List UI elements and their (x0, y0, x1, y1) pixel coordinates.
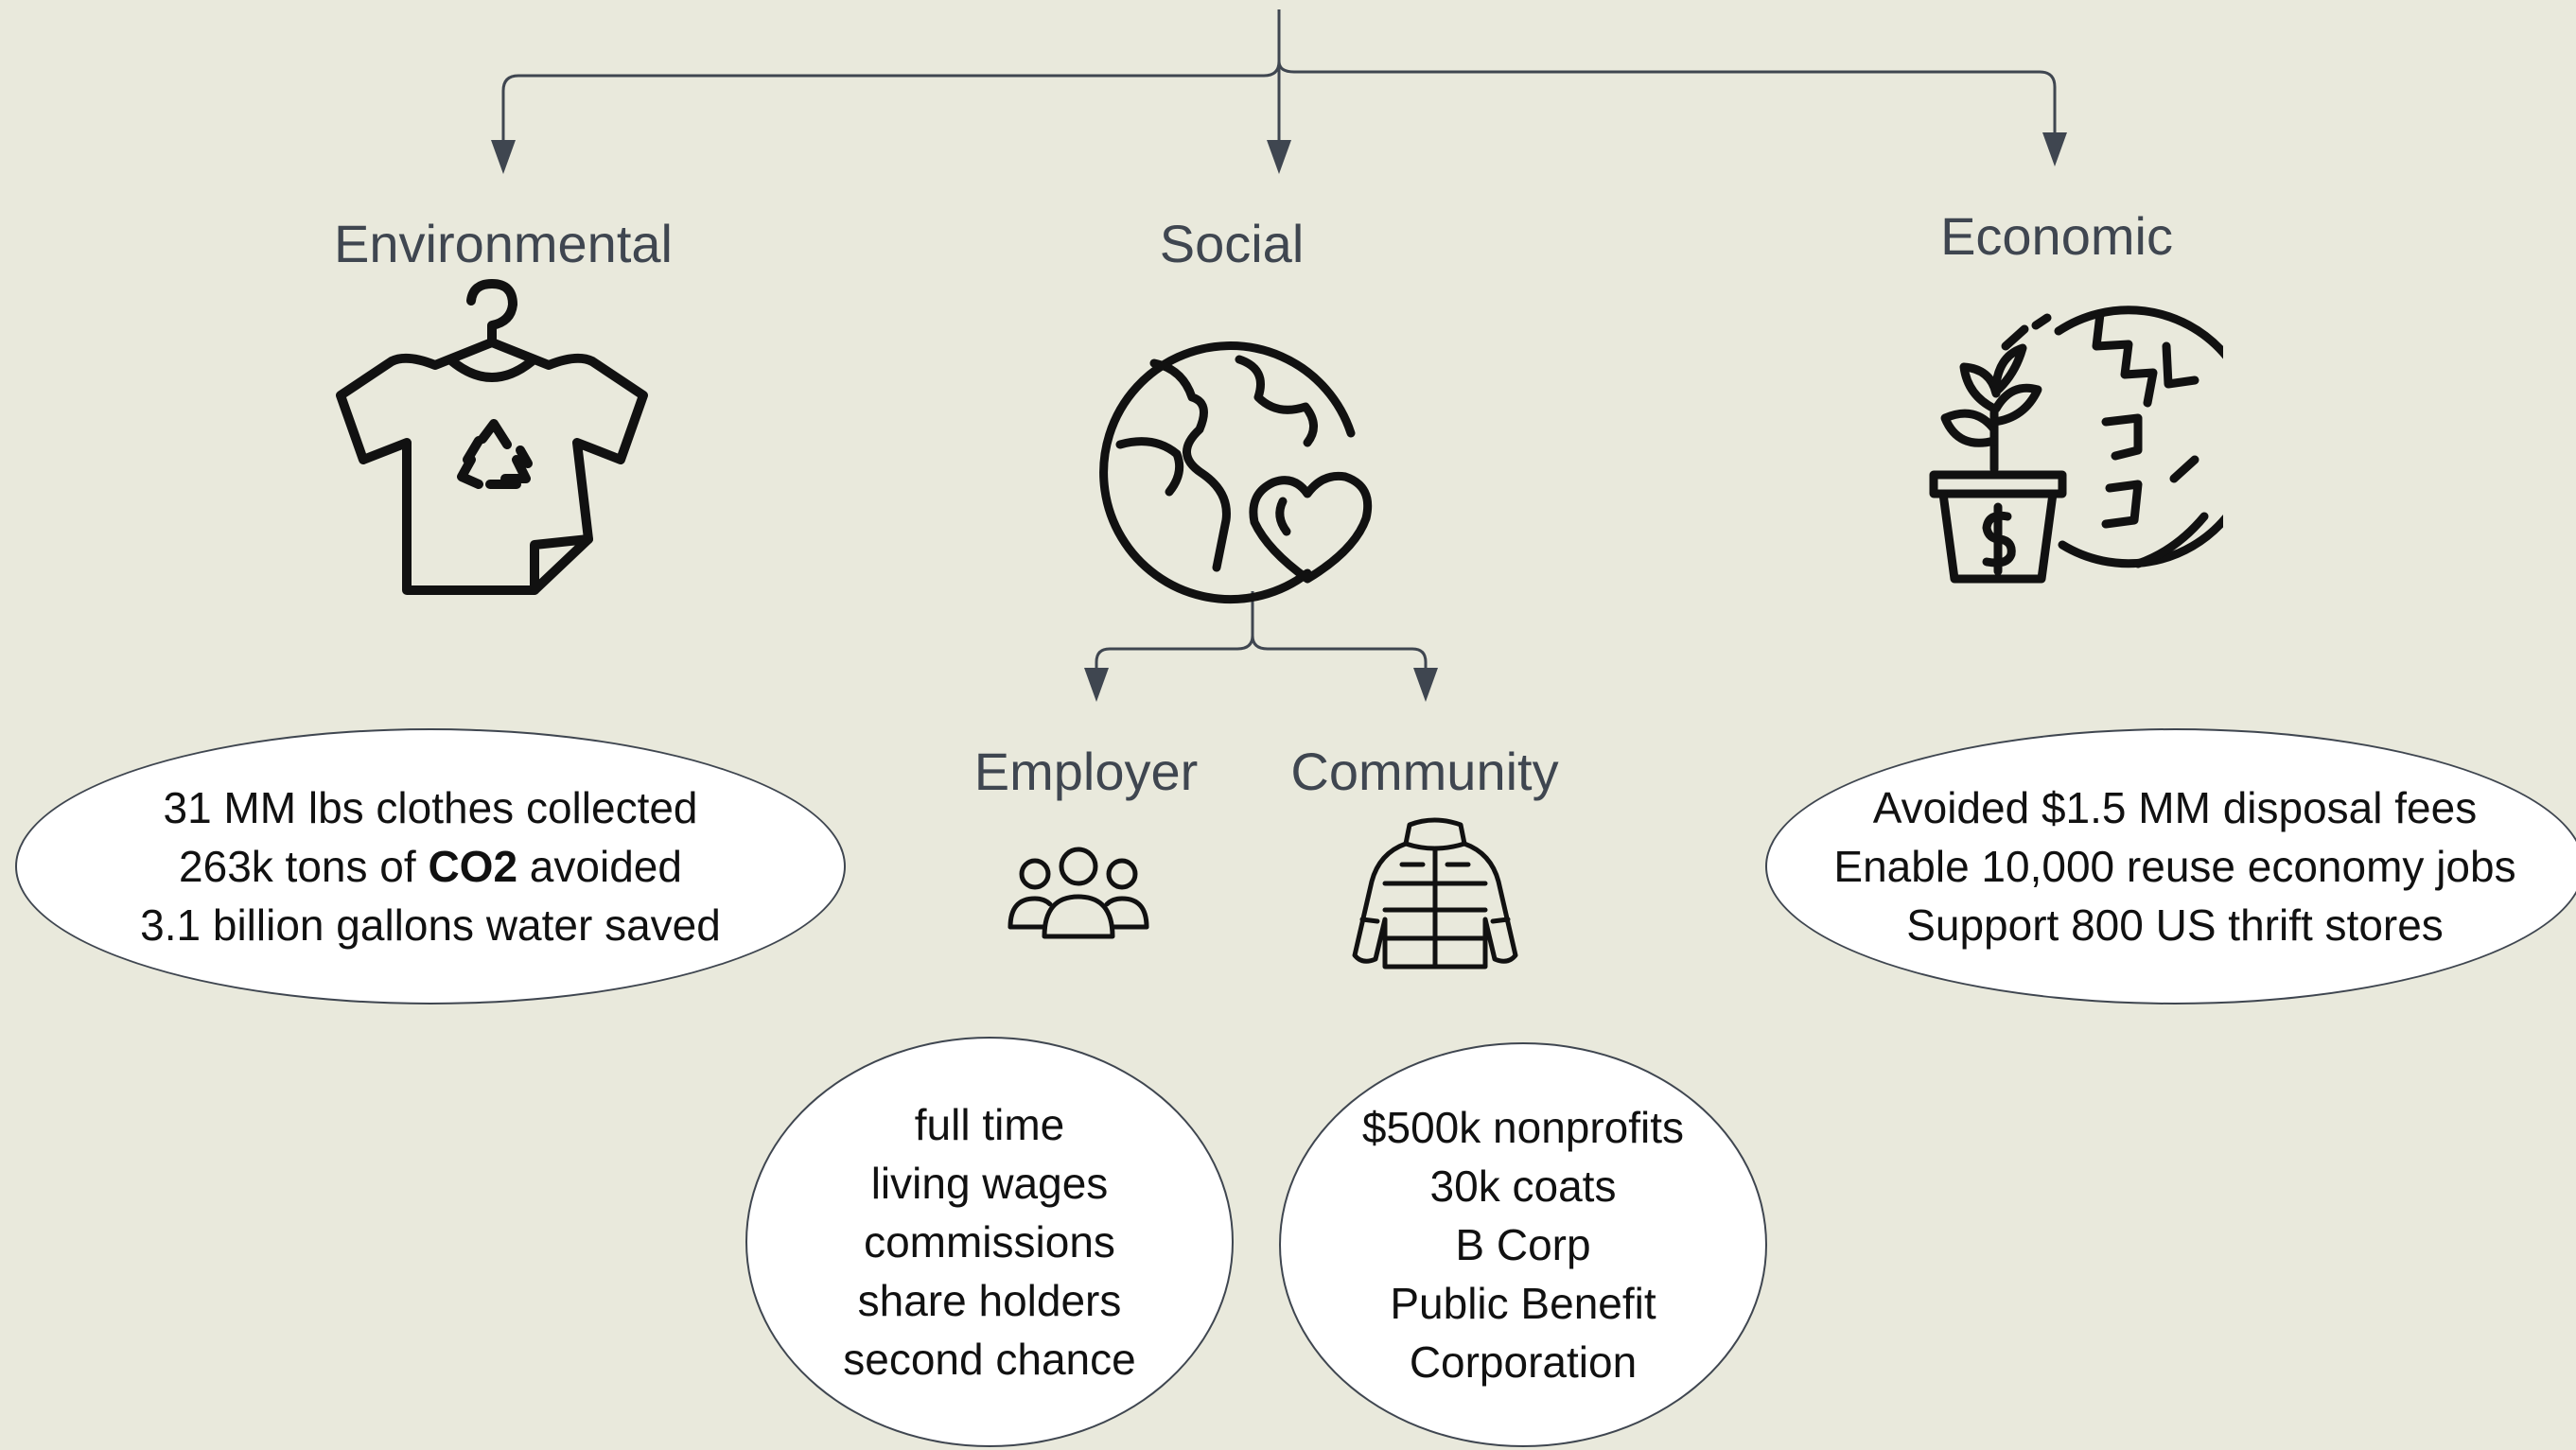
community-label: Community (1290, 742, 1559, 801)
co2-suffix-text: avoided (517, 842, 682, 891)
arrowhead-environmental (491, 140, 516, 174)
arrowhead-employer (1084, 668, 1109, 702)
community-item-coats: 30k coats (1429, 1162, 1617, 1211)
arrowheads (491, 132, 2067, 702)
environmental-metric-water: 3.1 billion gallons water saved (140, 900, 721, 950)
co2-bold-text: CO2 (428, 842, 518, 891)
economic-metric-thrift: Support 800 US thrift stores (1906, 900, 2444, 950)
puffer-coat-icon (1352, 817, 1518, 970)
environmental-metrics-box: 31 MM lbs clothes collected 263k tons of… (15, 728, 846, 1005)
employer-item-commissions: commissions (864, 1217, 1115, 1267)
community-item-public-benefit: Public Benefit (1390, 1279, 1656, 1328)
economic-metric-disposal: Avoided $1.5 MM disposal fees (1872, 783, 2478, 832)
employer-item-living-wages: living wages (870, 1159, 1109, 1208)
social-label: Social (1159, 214, 1305, 273)
employer-label: Employer (973, 742, 1199, 801)
environmental-label: Environmental (334, 214, 673, 273)
people-group-icon (1008, 847, 1149, 939)
arrowhead-social (1267, 140, 1291, 174)
environmental-metric-co2: 263k tons of CO2 avoided (179, 837, 682, 896)
community-metrics-box: $500k nonprofits 30k coats B Corp Public… (1279, 1042, 1767, 1447)
plant-money-globe-icon (1929, 306, 2223, 584)
employer-item-share-holders: share holders (857, 1276, 1122, 1325)
globe-heart-icon (1099, 341, 1373, 604)
environmental-metric-clothes: 31 MM lbs clothes collected (163, 783, 698, 832)
economic-metrics-box: Avoided $1.5 MM disposal fees Enable 10,… (1765, 728, 2576, 1005)
arrowhead-community (1413, 668, 1438, 702)
economic-metric-jobs: Enable 10,000 reuse economy jobs (1833, 842, 2516, 891)
employer-metrics-box: full time living wages commissions share… (745, 1037, 1234, 1447)
co2-prefix-text: 263k tons of (179, 842, 429, 891)
community-item-b-corp: B Corp (1455, 1220, 1591, 1269)
arrowhead-economic (2042, 132, 2067, 166)
top-branch-connector (501, 9, 2057, 151)
community-item-corporation: Corporation (1409, 1337, 1638, 1387)
economic-label: Economic (1940, 206, 2173, 266)
employer-item-second-chance: second chance (843, 1335, 1136, 1384)
recycled-shirt-icon (336, 279, 648, 595)
employer-item-full-time: full time (914, 1100, 1065, 1149)
community-item-nonprofits: $500k nonprofits (1361, 1103, 1685, 1152)
